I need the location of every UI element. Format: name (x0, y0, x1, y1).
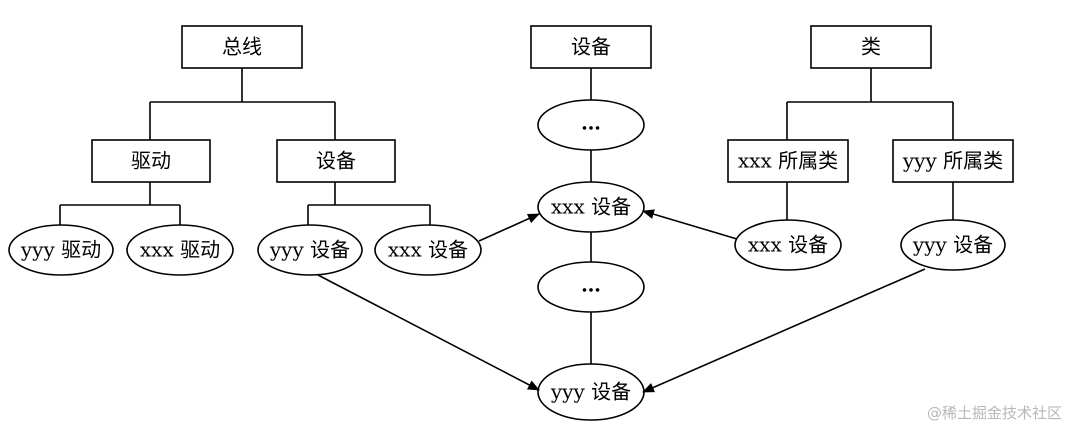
bus-driver-node (91, 139, 211, 183)
device-column: 设备 … xxx 设备 … yyy 设备 (530, 25, 652, 421)
arrow-class-yyy-to-device-yyy (642, 268, 926, 393)
bus-yyy-driver-node (8, 224, 114, 276)
device-yyy-label: yyy 设备 (550, 380, 631, 404)
device-dots-top-label: … (581, 111, 601, 135)
bus-yyy-driver-label: yyy 驱动 (20, 238, 101, 262)
class-xxx-device-node (734, 219, 842, 271)
class-root-node (810, 25, 932, 69)
bus-driver-label: 驱动 (131, 149, 171, 173)
class-yyy-node (892, 139, 1014, 183)
bus-root-node (181, 25, 303, 69)
bus-xxx-device-label: xxx 设备 (388, 238, 468, 262)
class-root-label: 类 (861, 35, 881, 59)
device-xxx-label: xxx 设备 (551, 195, 631, 219)
device-root-node (530, 25, 652, 69)
arrow-bus-yyy-to-device-yyy (317, 274, 540, 391)
arrow-bus-xxx-to-device-xxx (478, 213, 540, 242)
bus-xxx-driver-label: xxx 驱动 (140, 238, 220, 262)
bus-device-label: 设备 (316, 149, 356, 173)
watermark-text: @稀土掘金技术社区 (927, 404, 1062, 422)
bus-yyy-device-node (257, 224, 363, 276)
bus-device-connector (307, 182, 431, 226)
bus-driver-connector (59, 182, 181, 226)
bus-tree: 总线 驱动 设备 yyy 驱动 xxx 驱动 yyy 设备 xxx 设备 (8, 25, 482, 276)
class-tree: 类 xxx 所属类 yyy 所属类 xxx 设备 yyy 设备 (727, 25, 1014, 271)
device-dots-mid-label: … (581, 273, 601, 297)
class-yyy-device-label: yyy 设备 (912, 233, 993, 257)
class-xxx-label: xxx 所属类 (738, 149, 838, 173)
device-root-label: 设备 (571, 35, 611, 59)
class-xxx-device-label: xxx 设备 (748, 233, 828, 257)
device-dots-mid-node (537, 261, 645, 313)
class-root-connector (786, 68, 954, 140)
bus-yyy-device-label: yyy 设备 (269, 238, 350, 262)
class-yyy-label: yyy 所属类 (902, 149, 1003, 173)
device-xxx-node (537, 181, 645, 233)
class-yyy-device-node (900, 219, 1006, 271)
bus-xxx-driver-node (126, 224, 234, 276)
arrow-class-xxx-to-device-xxx (642, 209, 738, 240)
bus-root-connector (149, 68, 336, 140)
class-xxx-node (727, 139, 849, 183)
bus-xxx-device-node (374, 224, 482, 276)
arrows (317, 209, 926, 393)
device-dots-top-node (537, 99, 645, 151)
bus-root-label: 总线 (222, 35, 262, 59)
bus-device-node (276, 139, 396, 183)
